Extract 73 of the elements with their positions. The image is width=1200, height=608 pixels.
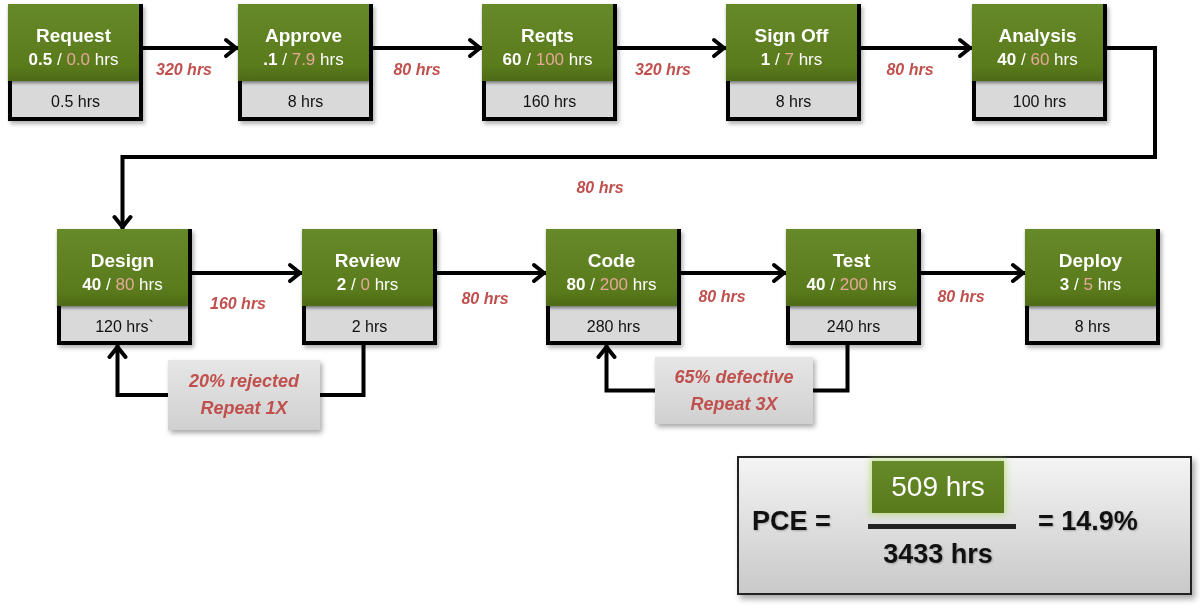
note-box	[168, 360, 320, 430]
duration-text: 8 hrs	[287, 92, 324, 112]
process-box	[1025, 229, 1156, 306]
step-title: Sign Off	[754, 25, 829, 47]
arrow	[192, 263, 302, 283]
process-box	[726, 4, 857, 81]
process-box	[8, 4, 139, 81]
step-title: Design	[90, 250, 155, 272]
formula-panel	[737, 456, 1192, 595]
arrow	[107, 345, 168, 397]
duration-text: 100 hrs	[1012, 92, 1067, 112]
process-box	[482, 4, 613, 81]
step-title: Analysis	[998, 25, 1077, 47]
rework-note: 65% defective Repeat 3X	[673, 365, 795, 416]
process-card	[726, 4, 861, 121]
duration-text: 2 hrs	[351, 317, 388, 337]
process-box	[972, 4, 1103, 81]
duration-text: 8 hrs	[775, 92, 812, 112]
arrow	[596, 345, 655, 393]
process-card	[1025, 229, 1160, 345]
step-title: Review	[334, 250, 401, 272]
process-box	[302, 229, 433, 306]
step-title: Test	[832, 250, 871, 272]
time-values: 40 / 80 hrs	[82, 275, 163, 295]
step-title: Request	[36, 25, 111, 47]
duration-text: 8 hrs	[1074, 317, 1111, 337]
rework-note: 20% rejected Repeat 1X	[187, 370, 301, 420]
process-card	[972, 4, 1107, 121]
process-card	[57, 229, 192, 345]
note-box	[655, 357, 813, 424]
denominator-text: 3433 hrs	[883, 538, 993, 570]
time-values: 40 / 60 hrs	[997, 50, 1078, 70]
process-box	[786, 229, 917, 306]
step-title: Approve	[264, 25, 343, 47]
duration-text: 0.5 hrs	[51, 92, 100, 112]
connector-line	[813, 345, 850, 393]
time-values: 60 / 100 hrs	[502, 50, 593, 70]
arrow	[617, 38, 726, 58]
arrow	[681, 263, 786, 283]
process-card	[546, 229, 681, 345]
process-card	[302, 229, 437, 345]
time-values: 1 / 7 hrs	[760, 50, 823, 70]
process-box	[57, 229, 188, 306]
result-text: = 14.9%	[1038, 505, 1138, 537]
step-title: Reqts	[521, 25, 574, 47]
numerator-box	[872, 461, 1004, 513]
arrow	[373, 38, 482, 58]
duration-text: 120 hrs`	[95, 317, 154, 337]
step-title: Deploy	[1058, 250, 1123, 272]
time-values: 40 / 200 hrs	[806, 275, 897, 295]
process-box	[238, 4, 369, 81]
arrow	[921, 263, 1025, 283]
process-card	[238, 4, 373, 121]
process-card	[8, 4, 143, 121]
time-values: 0.5 / 0.0 hrs	[28, 50, 119, 70]
arrow	[143, 38, 238, 58]
process-card	[482, 4, 617, 121]
numerator-text: 509 hrs	[891, 471, 985, 503]
arrow	[861, 38, 972, 58]
time-values: 3 / 5 hrs	[1059, 275, 1122, 295]
time-values: 2 / 0 hrs	[336, 275, 399, 295]
time-values: 80 / 200 hrs	[566, 275, 657, 295]
arrow	[112, 46, 1157, 229]
process-card	[786, 229, 921, 345]
duration-text: 240 hrs	[826, 317, 881, 337]
duration-text: 160 hrs	[522, 92, 577, 112]
duration-text: 280 hrs	[586, 317, 641, 337]
formula-label: PCE =	[752, 505, 831, 537]
time-values: .1 / 7.9 hrs	[263, 50, 344, 70]
process-box	[546, 229, 677, 306]
arrow	[437, 263, 546, 283]
connector-line	[320, 345, 366, 397]
step-title: Code	[587, 250, 636, 272]
